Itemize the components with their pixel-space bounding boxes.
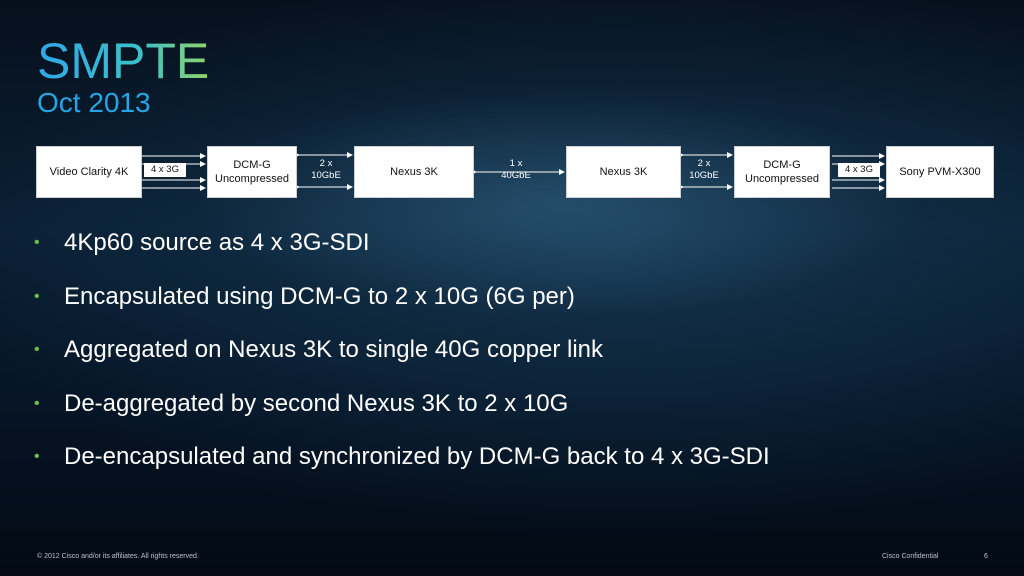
bullet-dot-icon: • bbox=[34, 394, 40, 412]
dcmg-left-line1: DCM-G bbox=[233, 159, 271, 171]
nexus-left-label: Nexus 3K bbox=[390, 166, 438, 178]
10g-link-left bbox=[294, 152, 353, 190]
sony-label: Sony PVM-X300 bbox=[899, 166, 981, 178]
left-10g-line2: 10GbE bbox=[311, 170, 341, 181]
nexus-right-label: Nexus 3K bbox=[599, 166, 648, 178]
bullet-item: • De-encapsulated and synchronized by DCM… bbox=[34, 442, 770, 496]
dcmg-right-line2: Uncompressed bbox=[745, 173, 819, 185]
bullet-text: De-aggregated by second Nexus 3K to 2 x … bbox=[64, 389, 569, 417]
bullet-list: • 4Kp60 source as 4 x 3G-SDI • Encapsulate… bbox=[34, 228, 770, 496]
bullet-text: Encapsulated using DCM-G to 2 x 10G (6G … bbox=[64, 282, 575, 310]
left-sdi-label: 4 x 3G bbox=[144, 163, 186, 177]
dcmg-left-line2: Uncompressed bbox=[215, 173, 289, 185]
slide-subtitle: Oct 2013 bbox=[37, 87, 151, 118]
left-10g-line1: 2 x bbox=[319, 158, 333, 169]
dcmg-right-line1: DCM-G bbox=[763, 159, 801, 171]
bullet-text: Aggregated on Nexus 3K to single 40G cop… bbox=[64, 336, 604, 363]
page-number: 6 bbox=[984, 553, 988, 560]
bullet-item: • De-aggregated by second Nexus 3K to 2 x… bbox=[34, 389, 770, 443]
bullet-item: • Encapsulated using DCM-G to 2 x 10G (6G… bbox=[34, 282, 770, 336]
right-sdi-label: 4 x 3G bbox=[838, 163, 880, 177]
bullet-dot-icon: • bbox=[34, 234, 40, 251]
nexus-right-box: Nexus 3K bbox=[566, 146, 681, 198]
bullet-item: • Aggregated on Nexus 3K to single 40G co… bbox=[34, 335, 770, 389]
bullet-item: • 4Kp60 source as 4 x 3G-SDI bbox=[34, 228, 770, 282]
bullet-dot-icon: • bbox=[34, 448, 40, 465]
slide-title: SMPTE bbox=[37, 33, 210, 89]
right-10g-label: 2 x 10GbE bbox=[683, 158, 725, 182]
nexus-left-box: Nexus 3K bbox=[354, 146, 474, 198]
bullet-text: De-encapsulated and synchronized by DCM-… bbox=[64, 443, 770, 470]
right-10g-line1: 2 x bbox=[697, 158, 711, 169]
sdi-link-left bbox=[142, 153, 206, 191]
sony-monitor-box: Sony PVM-X300 bbox=[886, 146, 994, 198]
40g-line1: 1 x bbox=[509, 158, 523, 169]
40g-label: 1 x 40GbE bbox=[494, 158, 538, 182]
video-clarity-label: Video Clarity 4K bbox=[49, 166, 129, 178]
dcmg-left-box: DCM-G Uncompressed bbox=[207, 146, 297, 198]
bullet-dot-icon: • bbox=[34, 287, 40, 305]
video-clarity-box: Video Clarity 4K bbox=[36, 146, 142, 198]
left-10g-label: 2 x 10GbE bbox=[305, 158, 347, 182]
confidential-label: Cisco Confidential bbox=[882, 553, 939, 560]
bullet-text: 4Kp60 source as 4 x 3G-SDI bbox=[64, 229, 370, 256]
copyright-notice: © 2012 Cisco and/or its affiliates. All … bbox=[37, 553, 199, 560]
40g-line2: 40GbE bbox=[501, 170, 531, 181]
dcmg-right-box: DCM-G Uncompressed bbox=[734, 146, 830, 198]
right-10g-line2: 10GbE bbox=[689, 170, 719, 181]
10g-link-right bbox=[678, 152, 733, 190]
bullet-dot-icon: • bbox=[34, 341, 40, 358]
